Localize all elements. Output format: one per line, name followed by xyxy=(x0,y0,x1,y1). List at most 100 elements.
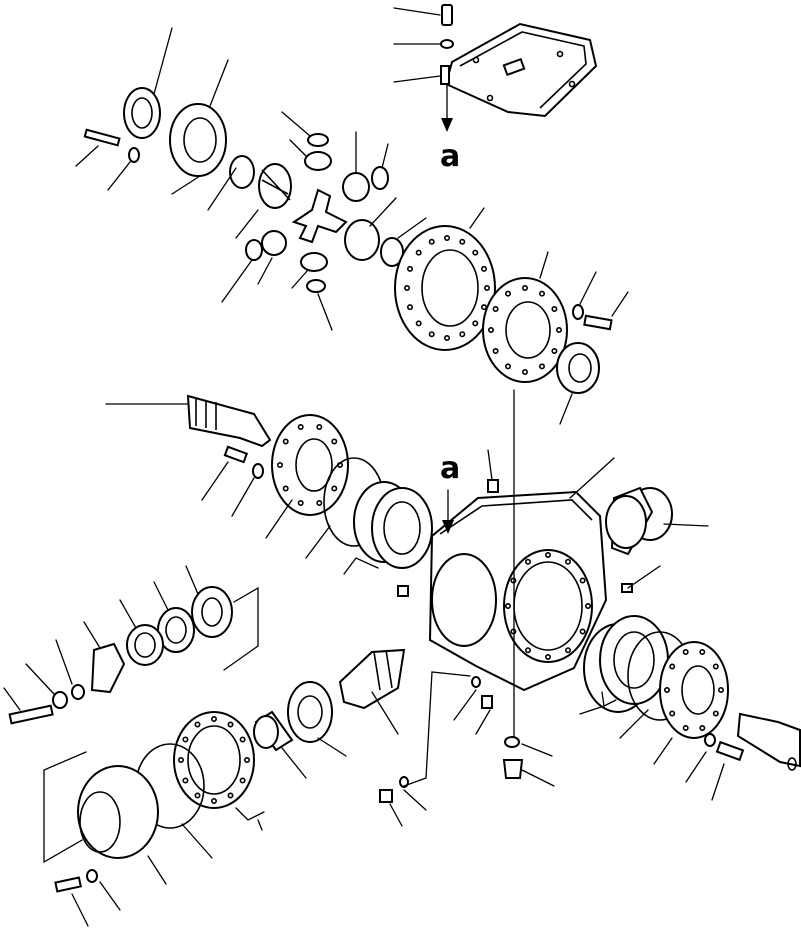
ring-gear-bolt-hole xyxy=(459,331,466,338)
arrow-a-top xyxy=(441,118,453,132)
ring-gear-bolt-hole xyxy=(483,284,490,291)
housing-pin-right xyxy=(621,583,633,593)
housing-bolt-hole xyxy=(504,602,511,609)
ring-gear-bolt-hole xyxy=(459,238,466,245)
cage-bolt-hole xyxy=(178,756,185,763)
pinion-washer-right xyxy=(371,166,389,190)
cover-bolt-hole xyxy=(316,499,323,506)
ring-gear-bolt-hole xyxy=(443,235,450,242)
output-shaft-left xyxy=(186,394,272,448)
pinion-cage xyxy=(77,765,159,859)
cover-bolt xyxy=(441,4,453,26)
housing-bolt-hole xyxy=(579,577,586,584)
left-shaft-assembly xyxy=(105,394,433,575)
right-cover-bolt-hole xyxy=(669,663,676,670)
cage-bolt-hole xyxy=(227,721,234,728)
cover-bolt-hole xyxy=(336,461,343,468)
arrow-a-mid xyxy=(442,520,454,534)
friction-plate-b xyxy=(371,487,433,569)
ring-gear xyxy=(394,225,496,351)
drain-oring xyxy=(504,736,520,748)
ring-gear-bolt-hole xyxy=(480,265,487,272)
differential-assembly xyxy=(75,27,629,425)
diff-case-right xyxy=(482,277,568,383)
pinion-gear-assembly xyxy=(43,648,406,927)
right-side-assembly xyxy=(379,615,801,827)
diff-bearing-right xyxy=(556,342,600,394)
axle-housing: a xyxy=(397,389,709,741)
thrust-washer-left xyxy=(229,155,255,189)
cover-bolt-mid xyxy=(223,445,249,464)
cover-bolt-hole xyxy=(316,423,323,430)
pinion-bearing-inner xyxy=(287,681,333,743)
housing-bolt-hole xyxy=(584,602,591,609)
housing-bolt-hole xyxy=(524,558,531,565)
breather-washer xyxy=(471,676,481,688)
diff-case-bolt-hole xyxy=(555,326,562,333)
ring-gear-bolt-hole xyxy=(472,249,479,256)
view-label-a-top: a xyxy=(440,139,460,174)
ring-gear-bolt-hole xyxy=(415,249,422,256)
side-gear-left xyxy=(258,163,292,209)
cover-bolt-hole xyxy=(276,461,283,468)
cage-bolt-hole xyxy=(194,721,201,728)
right-cover-bolt-hole xyxy=(717,686,724,693)
cage-bolt-hole xyxy=(239,777,246,784)
diff-case-bolt-hole xyxy=(551,305,558,312)
right-cover-bolt-hole xyxy=(663,686,670,693)
housing-bolt-hole xyxy=(524,647,531,654)
right-cover-bolt-hole xyxy=(682,648,689,655)
ring-gear-bolt-hole xyxy=(406,265,413,272)
thrust-washer-right xyxy=(380,237,404,267)
diff-case-bolt-hole xyxy=(521,284,528,291)
plug-bolt-low xyxy=(379,789,393,803)
pinion-yoke-assembly xyxy=(3,565,259,725)
housing-dowel xyxy=(397,585,409,597)
pinion-gear-bottom xyxy=(300,252,328,272)
cover-washer xyxy=(440,39,454,49)
cage-bolt-hole xyxy=(211,715,218,722)
yoke-bolt xyxy=(8,704,54,725)
right-cover-bolt-hole xyxy=(712,663,719,670)
ring-gear-bolt-hole xyxy=(415,320,422,327)
ring-gear-bolt-hole xyxy=(403,284,410,291)
housing-bolt-hole xyxy=(579,628,586,635)
diff-bearing-left xyxy=(123,87,161,139)
diff-case-bolt-hole xyxy=(504,363,511,370)
right-cover-bolt-hole xyxy=(669,710,676,717)
cage-bolt-hole xyxy=(182,736,189,743)
cover-pin xyxy=(440,65,450,85)
diff-washer-small xyxy=(128,147,140,163)
housing-bolt-hole xyxy=(544,653,551,660)
cage-bolt-hole xyxy=(194,792,201,799)
ring-gear-bolt-hole xyxy=(472,320,479,327)
friction-plate-right-b xyxy=(599,615,669,705)
right-cover-bolt-hole xyxy=(699,724,706,731)
cover-bolt-hole xyxy=(331,485,338,492)
side-cover-right xyxy=(659,641,729,739)
diff-case-bolt-hole xyxy=(521,368,528,375)
right-cover-bolt-hole xyxy=(682,724,689,731)
housing-bore-right xyxy=(503,549,593,663)
right-cover-bolt-hole xyxy=(712,710,719,717)
diff-case-bolt-hole xyxy=(492,305,499,312)
right-cover-bolt-hole xyxy=(699,648,706,655)
ring-gear-bolt-hole xyxy=(406,304,413,311)
ring-gear-bolt-hole xyxy=(428,238,435,245)
cover-bolt-hole xyxy=(297,423,304,430)
diff-bolt-right xyxy=(583,314,613,331)
pinion-gear-top xyxy=(304,151,332,171)
diff-case-bolt-hole xyxy=(504,290,511,297)
seal-ring xyxy=(126,624,164,666)
housing-bolt-hole xyxy=(564,558,571,565)
diff-case-left xyxy=(169,103,227,177)
pinion-gear-right xyxy=(342,172,370,202)
diff-washer-right xyxy=(572,304,584,320)
lower-washer xyxy=(86,869,98,883)
output-shaft-right xyxy=(736,712,801,768)
cover-plate-boss xyxy=(502,57,526,77)
yoke-flange xyxy=(90,642,126,694)
diff-case-bolt-hole xyxy=(487,326,494,333)
